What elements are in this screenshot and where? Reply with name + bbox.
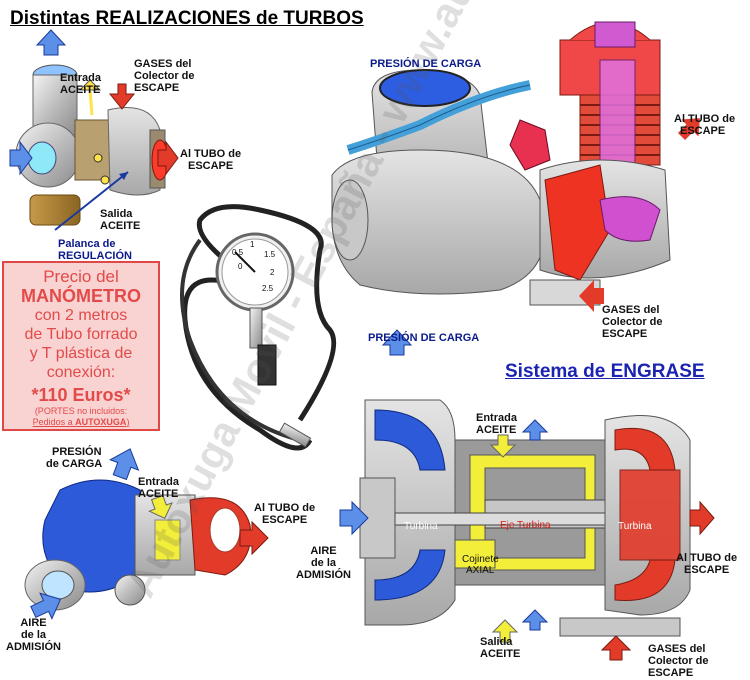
price-line-3: con 2 metros [34, 307, 128, 324]
price-line-1: Precio del [43, 267, 119, 286]
gauge-scale-05: 0.5 [232, 248, 244, 257]
turbo-3-illustration [24, 448, 269, 620]
price-note: (PORTES no incluidos: [34, 406, 128, 416]
manometer-illustration [180, 204, 337, 451]
engrase-cutaway-illustration [339, 393, 715, 661]
engrase-turbina-left-label: Turbina [404, 521, 438, 532]
gauge-scale-15: 1.5 [264, 250, 276, 259]
price-line-2: MANÓMETRO [21, 286, 141, 306]
turbo-2-illustration [331, 21, 700, 356]
turbo2-presion-label: PRESIÓN DE CARGA [370, 58, 482, 70]
engrase-section-title: Sistema de ENGRASE [505, 361, 705, 382]
gauge-scale-25: 2.5 [262, 284, 274, 293]
price-line-6: conexión: [46, 364, 116, 381]
page-title: Distintas REALIZACIONES de TURBOS [10, 8, 364, 29]
gauge-scale-1: 1 [250, 240, 255, 249]
manometer-price-box: Precio del MANÓMETRO con 2 metros de Tub… [2, 261, 160, 431]
price-line-4: de Tubo forrado [24, 326, 138, 343]
price-order-link[interactable]: Pedidos a AUTOXUGA) [32, 417, 130, 427]
engrase-eje-label: Eje Turbina [500, 520, 551, 531]
engrase-turbina-right-label: Turbina [618, 521, 652, 532]
price-value: *110 Euros* [31, 385, 131, 405]
price-line-5: y T plástica de [29, 345, 133, 362]
turbo2-presion-bottom-label: PRESIÓN DE CARGA [368, 332, 480, 344]
gauge-scale-0: 0 [238, 262, 243, 271]
turbo-1-illustration [9, 29, 179, 231]
gauge-scale-2: 2 [270, 268, 275, 277]
